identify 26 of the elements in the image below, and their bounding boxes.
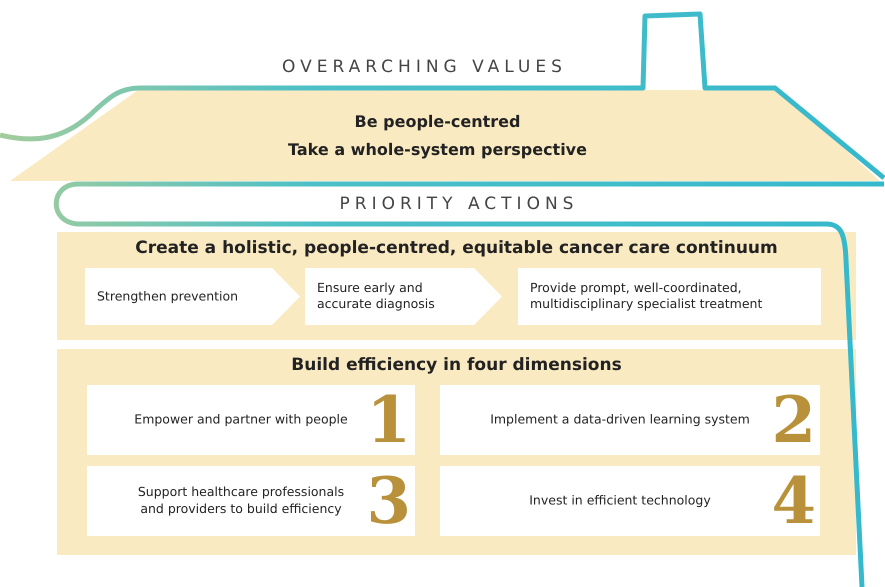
- value-statement: Be people-centred: [354, 112, 522, 131]
- dimension-card: [87, 385, 415, 455]
- dimension-number: 1: [366, 389, 411, 453]
- step-text: Provide prompt, well-coordinated, multidisciplinary specialist treatment: [530, 280, 764, 314]
- section-heading: PRIORITY ACTIONS: [338, 194, 580, 214]
- step-text: Invest in efficient technology: [528, 492, 712, 510]
- step-text: Support healthcare professionals and providers to build efficiency: [136, 484, 346, 518]
- value-statement: Take a whole-system perspective: [287, 140, 588, 159]
- section-panel: [57, 349, 856, 555]
- panel-title: Build efficiency in four dimensions: [290, 355, 623, 375]
- section-heading: OVERARCHING VALUES: [282, 57, 567, 77]
- step-box: [518, 268, 821, 325]
- step-text: Empower and partner with people: [133, 412, 349, 428]
- dimension-card: [440, 385, 820, 455]
- step-text: Ensure early and accurate diagnosis: [317, 280, 436, 314]
- chevron-step: [85, 268, 300, 325]
- dimension-card: [87, 466, 415, 536]
- dimension-number: 3: [366, 470, 411, 534]
- panel-title: Create a holistic, people-centred, equitable cancer care continuum: [134, 238, 779, 258]
- step-text: Strengthen prevention: [97, 288, 240, 305]
- dimension-number: 2: [771, 389, 816, 453]
- chevron-step: [305, 268, 502, 325]
- dimension-number: 4: [771, 470, 816, 534]
- section-panel: [57, 232, 856, 340]
- dimension-card: [440, 466, 820, 536]
- step-text: Implement a data-driven learning system: [489, 412, 751, 428]
